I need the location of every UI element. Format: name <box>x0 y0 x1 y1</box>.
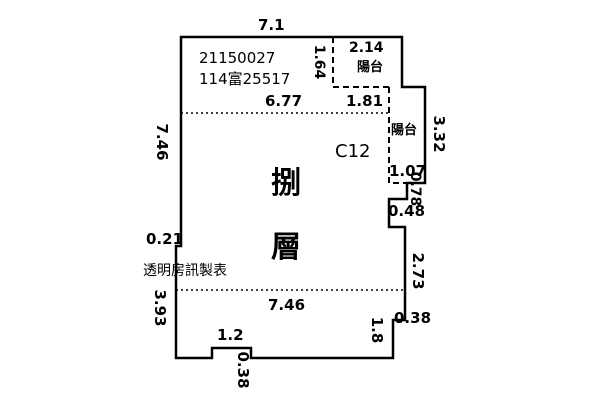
dim-right-middle: 2.73 <box>409 252 427 289</box>
dim-left-lower: 3.93 <box>151 289 169 326</box>
dim-balcony-top-depth: 1.64 <box>311 45 327 80</box>
dim-right-upper: 3.32 <box>430 115 448 152</box>
dim-balcony-top-width: 2.14 <box>349 40 384 56</box>
dim-bottom-right-depth: 1.8 <box>368 317 386 344</box>
dim-bottom-notch-depth: 0.38 <box>234 351 252 388</box>
dim-balcony-right-lower: 1.07 <box>389 162 426 180</box>
floor-label-top: 捌 <box>271 166 301 201</box>
right-balcony-boundary <box>388 87 407 184</box>
balcony-right-label: 陽台 <box>391 122 417 138</box>
reference-number: 114富25517 <box>199 70 290 88</box>
dim-lower-inner-width: 7.46 <box>268 296 305 314</box>
id-number: 21150027 <box>199 49 275 67</box>
top-balcony-boundary <box>332 37 389 88</box>
balcony-top-label: 陽台 <box>357 59 383 75</box>
dim-balcony-right-width: 1.81 <box>346 92 383 110</box>
dim-right-step-a: 0.78 <box>407 172 423 207</box>
dim-left-step: 0.21 <box>146 230 183 248</box>
watermark: 透明房訊製表 <box>143 263 227 279</box>
plan-outline <box>174 35 427 360</box>
dim-bottom-notch-width: 1.2 <box>217 326 244 344</box>
floor-label-bottom: 層 <box>271 230 301 265</box>
dim-left-upper: 7.46 <box>153 123 171 160</box>
dim-right-bottom-step: 0.38 <box>394 309 431 327</box>
dim-top-width: 7.1 <box>258 16 285 34</box>
dim-right-step-b: 0.48 <box>388 202 425 220</box>
dim-upper-inner-width: 6.77 <box>265 92 302 110</box>
unit-label: C12 <box>335 141 370 162</box>
